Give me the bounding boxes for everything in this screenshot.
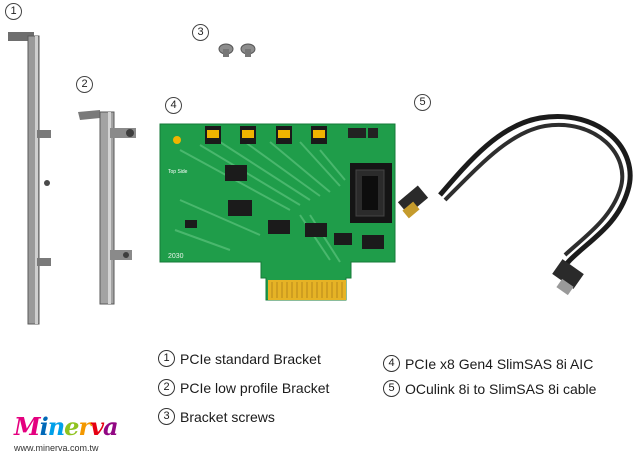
legend-item-3: 3 Bracket screws bbox=[158, 408, 275, 425]
legend-item-5: 5 OCulink 8i to SlimSAS 8i cable bbox=[383, 380, 596, 397]
callout-2: 2 bbox=[76, 76, 93, 93]
standard-bracket bbox=[8, 32, 51, 325]
logo-letter: a bbox=[103, 412, 119, 441]
legend-number-1: 1 bbox=[158, 350, 175, 367]
oculink-cable bbox=[397, 114, 633, 296]
legend-text-5: OCulink 8i to SlimSAS 8i cable bbox=[405, 380, 597, 397]
callout-5: 5 bbox=[414, 94, 431, 111]
legend-text-4: PCIe x8 Gen4 SlimSAS 8i AIC bbox=[405, 355, 594, 372]
product-photo: Top Side 2030 bbox=[8, 32, 633, 325]
low-profile-bracket bbox=[78, 110, 136, 305]
pcie-card: Top Side 2030 bbox=[159, 123, 396, 301]
logo-letter: i bbox=[39, 412, 49, 441]
legend-item-1: 1 PCIe standard Bracket bbox=[158, 350, 321, 367]
callout-1: 1 bbox=[5, 3, 22, 20]
logo-letter: n bbox=[47, 412, 65, 441]
legend-text-1: PCIe standard Bracket bbox=[180, 350, 321, 367]
legend-number-2: 2 bbox=[158, 379, 175, 396]
logo-letter: r bbox=[78, 412, 91, 441]
legend-number-4: 4 bbox=[383, 355, 400, 372]
legend-text-2: PCIe low profile Bracket bbox=[180, 379, 330, 396]
legend-text-3: Bracket screws bbox=[180, 408, 275, 425]
silkscreen-date: 2030 bbox=[168, 253, 184, 260]
logo-letter: M bbox=[14, 412, 41, 441]
legend-item-2: 2 PCIe low profile Bracket bbox=[158, 379, 329, 396]
legend-number-5: 5 bbox=[383, 380, 400, 397]
callout-3: 3 bbox=[192, 24, 209, 41]
website-url: www.minerva.com.tw bbox=[14, 443, 99, 453]
callout-4: 4 bbox=[165, 97, 182, 114]
bracket-screws bbox=[218, 43, 256, 57]
legend-number-3: 3 bbox=[158, 408, 175, 425]
silkscreen-top-side: Top Side bbox=[168, 169, 188, 175]
logo-letter: v bbox=[90, 412, 104, 441]
minerva-logo: Minerva bbox=[14, 412, 119, 441]
logo-letter: e bbox=[64, 412, 79, 441]
legend-item-4: 4 PCIe x8 Gen4 SlimSAS 8i AIC bbox=[383, 355, 593, 372]
